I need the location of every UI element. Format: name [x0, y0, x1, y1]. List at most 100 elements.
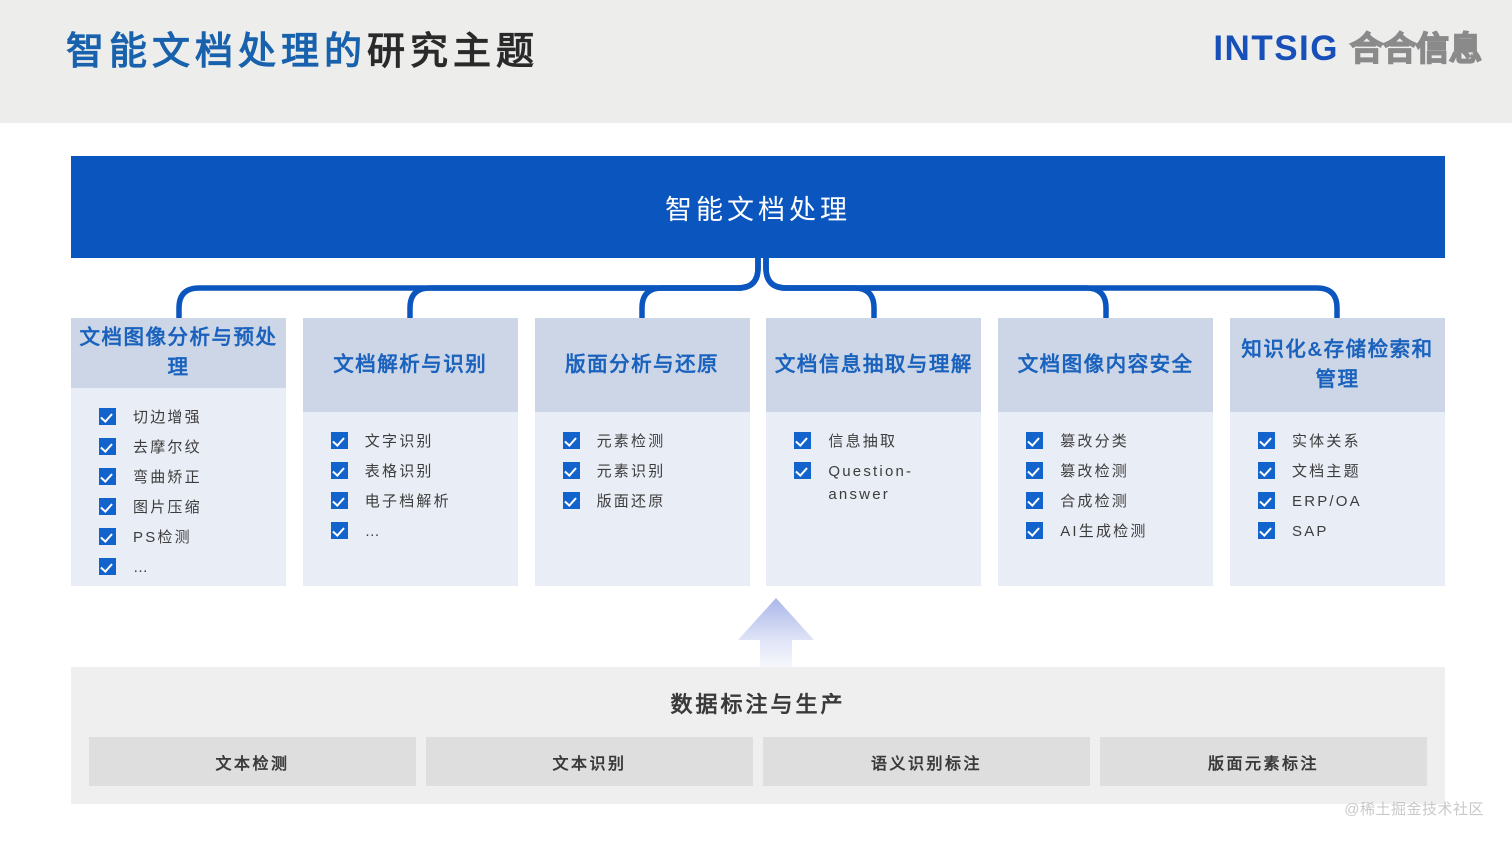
- category-column-3[interactable]: 版面分析与还原 元素检测 元素识别 版面还原: [534, 318, 750, 586]
- list-item[interactable]: …: [303, 520, 518, 543]
- list-item[interactable]: SAP: [1230, 520, 1445, 543]
- list-item-label: 合成检测: [1060, 493, 1129, 510]
- category-title-3: 版面分析与还原: [565, 353, 720, 376]
- list-item-label: …: [133, 559, 151, 576]
- check-icon: [1026, 492, 1044, 509]
- list-item-label: 篡改检测: [1060, 463, 1129, 480]
- category-items-4: 信息抽取 Question-answer: [766, 412, 982, 586]
- list-item[interactable]: 信息抽取: [766, 430, 981, 453]
- list-item[interactable]: PS检测: [71, 526, 286, 549]
- list-item-label: 切边增强: [133, 409, 202, 426]
- category-columns: 文档图像分析与预处理 切边增强 去摩尔纹 弯曲矫正 图片压缩 PS检测 … 文档…: [71, 318, 1445, 586]
- logo-text-cn: 合合信息: [1349, 29, 1483, 68]
- category-title-4: 文档信息抽取与理解: [774, 353, 973, 376]
- category-header-6: 知识化&存储检索和管理: [1229, 318, 1445, 412]
- list-item[interactable]: Question-answer: [766, 460, 981, 506]
- annotation-cell[interactable]: 文本识别: [426, 737, 753, 786]
- check-icon: [1257, 462, 1275, 479]
- list-item[interactable]: 弯曲矫正: [71, 466, 286, 489]
- category-column-2[interactable]: 文档解析与识别 文字识别 表格识别 电子档解析 …: [302, 318, 518, 586]
- list-item[interactable]: 合成检测: [998, 490, 1213, 513]
- list-item-label: 实体关系: [1291, 433, 1361, 450]
- page-title: 智能文档处理的研究主题: [66, 27, 539, 77]
- check-icon: [562, 462, 580, 479]
- category-header-2: 文档解析与识别: [302, 318, 518, 412]
- logo-text-en: INTSIG: [1213, 29, 1339, 68]
- category-title-1: 文档图像分析与预处理: [79, 326, 278, 379]
- list-item-label: PS检测: [133, 529, 192, 546]
- list-item-label: 文字识别: [364, 433, 434, 450]
- list-item[interactable]: 版面还原: [535, 490, 750, 513]
- list-item-label: 电子档解析: [364, 493, 451, 510]
- check-icon: [99, 528, 116, 545]
- root-node: 智能文档处理: [71, 156, 1445, 258]
- list-item-label: 版面还原: [596, 493, 666, 510]
- category-header-5: 文档图像内容安全: [998, 318, 1214, 412]
- category-items-2: 文字识别 表格识别 电子档解析 …: [302, 412, 518, 586]
- list-item-label: Question-answer: [828, 463, 914, 503]
- check-icon: [794, 462, 812, 479]
- check-icon: [330, 522, 348, 539]
- list-item[interactable]: ERP/OA: [1230, 490, 1445, 513]
- check-icon: [99, 408, 116, 425]
- category-items-5: 篡改分类 篡改检测 合成检测 AI生成检测: [998, 412, 1214, 586]
- list-item-label: …: [364, 523, 382, 540]
- list-item-label: 篡改分类: [1060, 433, 1129, 450]
- brand-logo: INTSIG 合合信息: [1213, 28, 1482, 70]
- category-header-1: 文档图像分析与预处理: [71, 318, 286, 388]
- list-item[interactable]: 文档主题: [1230, 460, 1445, 483]
- list-item[interactable]: 切边增强: [71, 406, 286, 429]
- data-annotation-panel: 数据标注与生产 文本检测 文本识别 语义识别标注 版面元素标注: [71, 667, 1445, 804]
- watermark-text: @稀土掘金技术社区: [1344, 801, 1484, 818]
- check-icon: [1257, 432, 1275, 449]
- category-column-5[interactable]: 文档图像内容安全 篡改分类 篡改检测 合成检测 AI生成检测: [998, 318, 1214, 586]
- category-title-5: 文档图像内容安全: [1017, 353, 1194, 376]
- list-item[interactable]: 篡改分类: [998, 430, 1213, 453]
- up-arrow-icon: [738, 598, 814, 671]
- annotation-cell[interactable]: 版面元素标注: [1100, 737, 1427, 786]
- root-node-label: 智能文档处理: [665, 194, 851, 225]
- list-item[interactable]: 表格识别: [303, 460, 518, 483]
- category-items-6: 实体关系 文档主题 ERP/OA SAP: [1229, 412, 1445, 586]
- list-item[interactable]: …: [71, 556, 286, 579]
- category-title-2: 文档解析与识别: [333, 353, 488, 376]
- page-title-dark: 研究主题: [367, 31, 540, 73]
- category-header-3: 版面分析与还原: [534, 318, 750, 412]
- category-header-4: 文档信息抽取与理解: [766, 318, 982, 412]
- list-item[interactable]: 去摩尔纹: [71, 436, 286, 459]
- category-column-1[interactable]: 文档图像分析与预处理 切边增强 去摩尔纹 弯曲矫正 图片压缩 PS检测 …: [71, 318, 286, 586]
- list-item-label: AI生成检测: [1060, 523, 1148, 540]
- title-bar: 智能文档处理的研究主题 INTSIG 合合信息: [0, 0, 1512, 123]
- check-icon: [99, 498, 116, 515]
- list-item[interactable]: 文字识别: [303, 430, 518, 453]
- check-icon: [794, 432, 812, 449]
- list-item-label: 文档主题: [1291, 463, 1361, 480]
- list-item[interactable]: AI生成检测: [998, 520, 1213, 543]
- category-items-3: 元素检测 元素识别 版面还原: [534, 412, 750, 586]
- category-column-6[interactable]: 知识化&存储检索和管理 实体关系 文档主题 ERP/OA SAP: [1229, 318, 1445, 586]
- check-icon: [99, 558, 116, 575]
- annotation-cell[interactable]: 文本检测: [89, 737, 416, 786]
- annotation-cell[interactable]: 语义识别标注: [763, 737, 1090, 786]
- list-item[interactable]: 篡改检测: [998, 460, 1213, 483]
- data-annotation-cells: 文本检测 文本识别 语义识别标注 版面元素标注: [89, 737, 1427, 786]
- list-item[interactable]: 实体关系: [1230, 430, 1445, 453]
- check-icon: [1257, 522, 1275, 539]
- list-item-label: 表格识别: [364, 463, 434, 480]
- list-item[interactable]: 元素识别: [535, 460, 750, 483]
- check-icon: [99, 438, 116, 455]
- list-item-label: 元素检测: [596, 433, 666, 450]
- list-item[interactable]: 电子档解析: [303, 490, 518, 513]
- data-annotation-title: 数据标注与生产: [670, 692, 846, 717]
- category-title-6: 知识化&存储检索和管理: [1241, 338, 1434, 391]
- check-icon: [1026, 432, 1044, 449]
- page-title-blue: 智能文档处理的: [66, 31, 368, 73]
- category-column-4[interactable]: 文档信息抽取与理解 信息抽取 Question-answer: [766, 318, 982, 586]
- check-icon: [330, 462, 348, 479]
- list-item-label: SAP: [1291, 523, 1329, 540]
- check-icon: [562, 432, 580, 449]
- list-item[interactable]: 图片压缩: [71, 496, 286, 519]
- check-icon: [1026, 522, 1044, 539]
- list-item[interactable]: 元素检测: [535, 430, 750, 453]
